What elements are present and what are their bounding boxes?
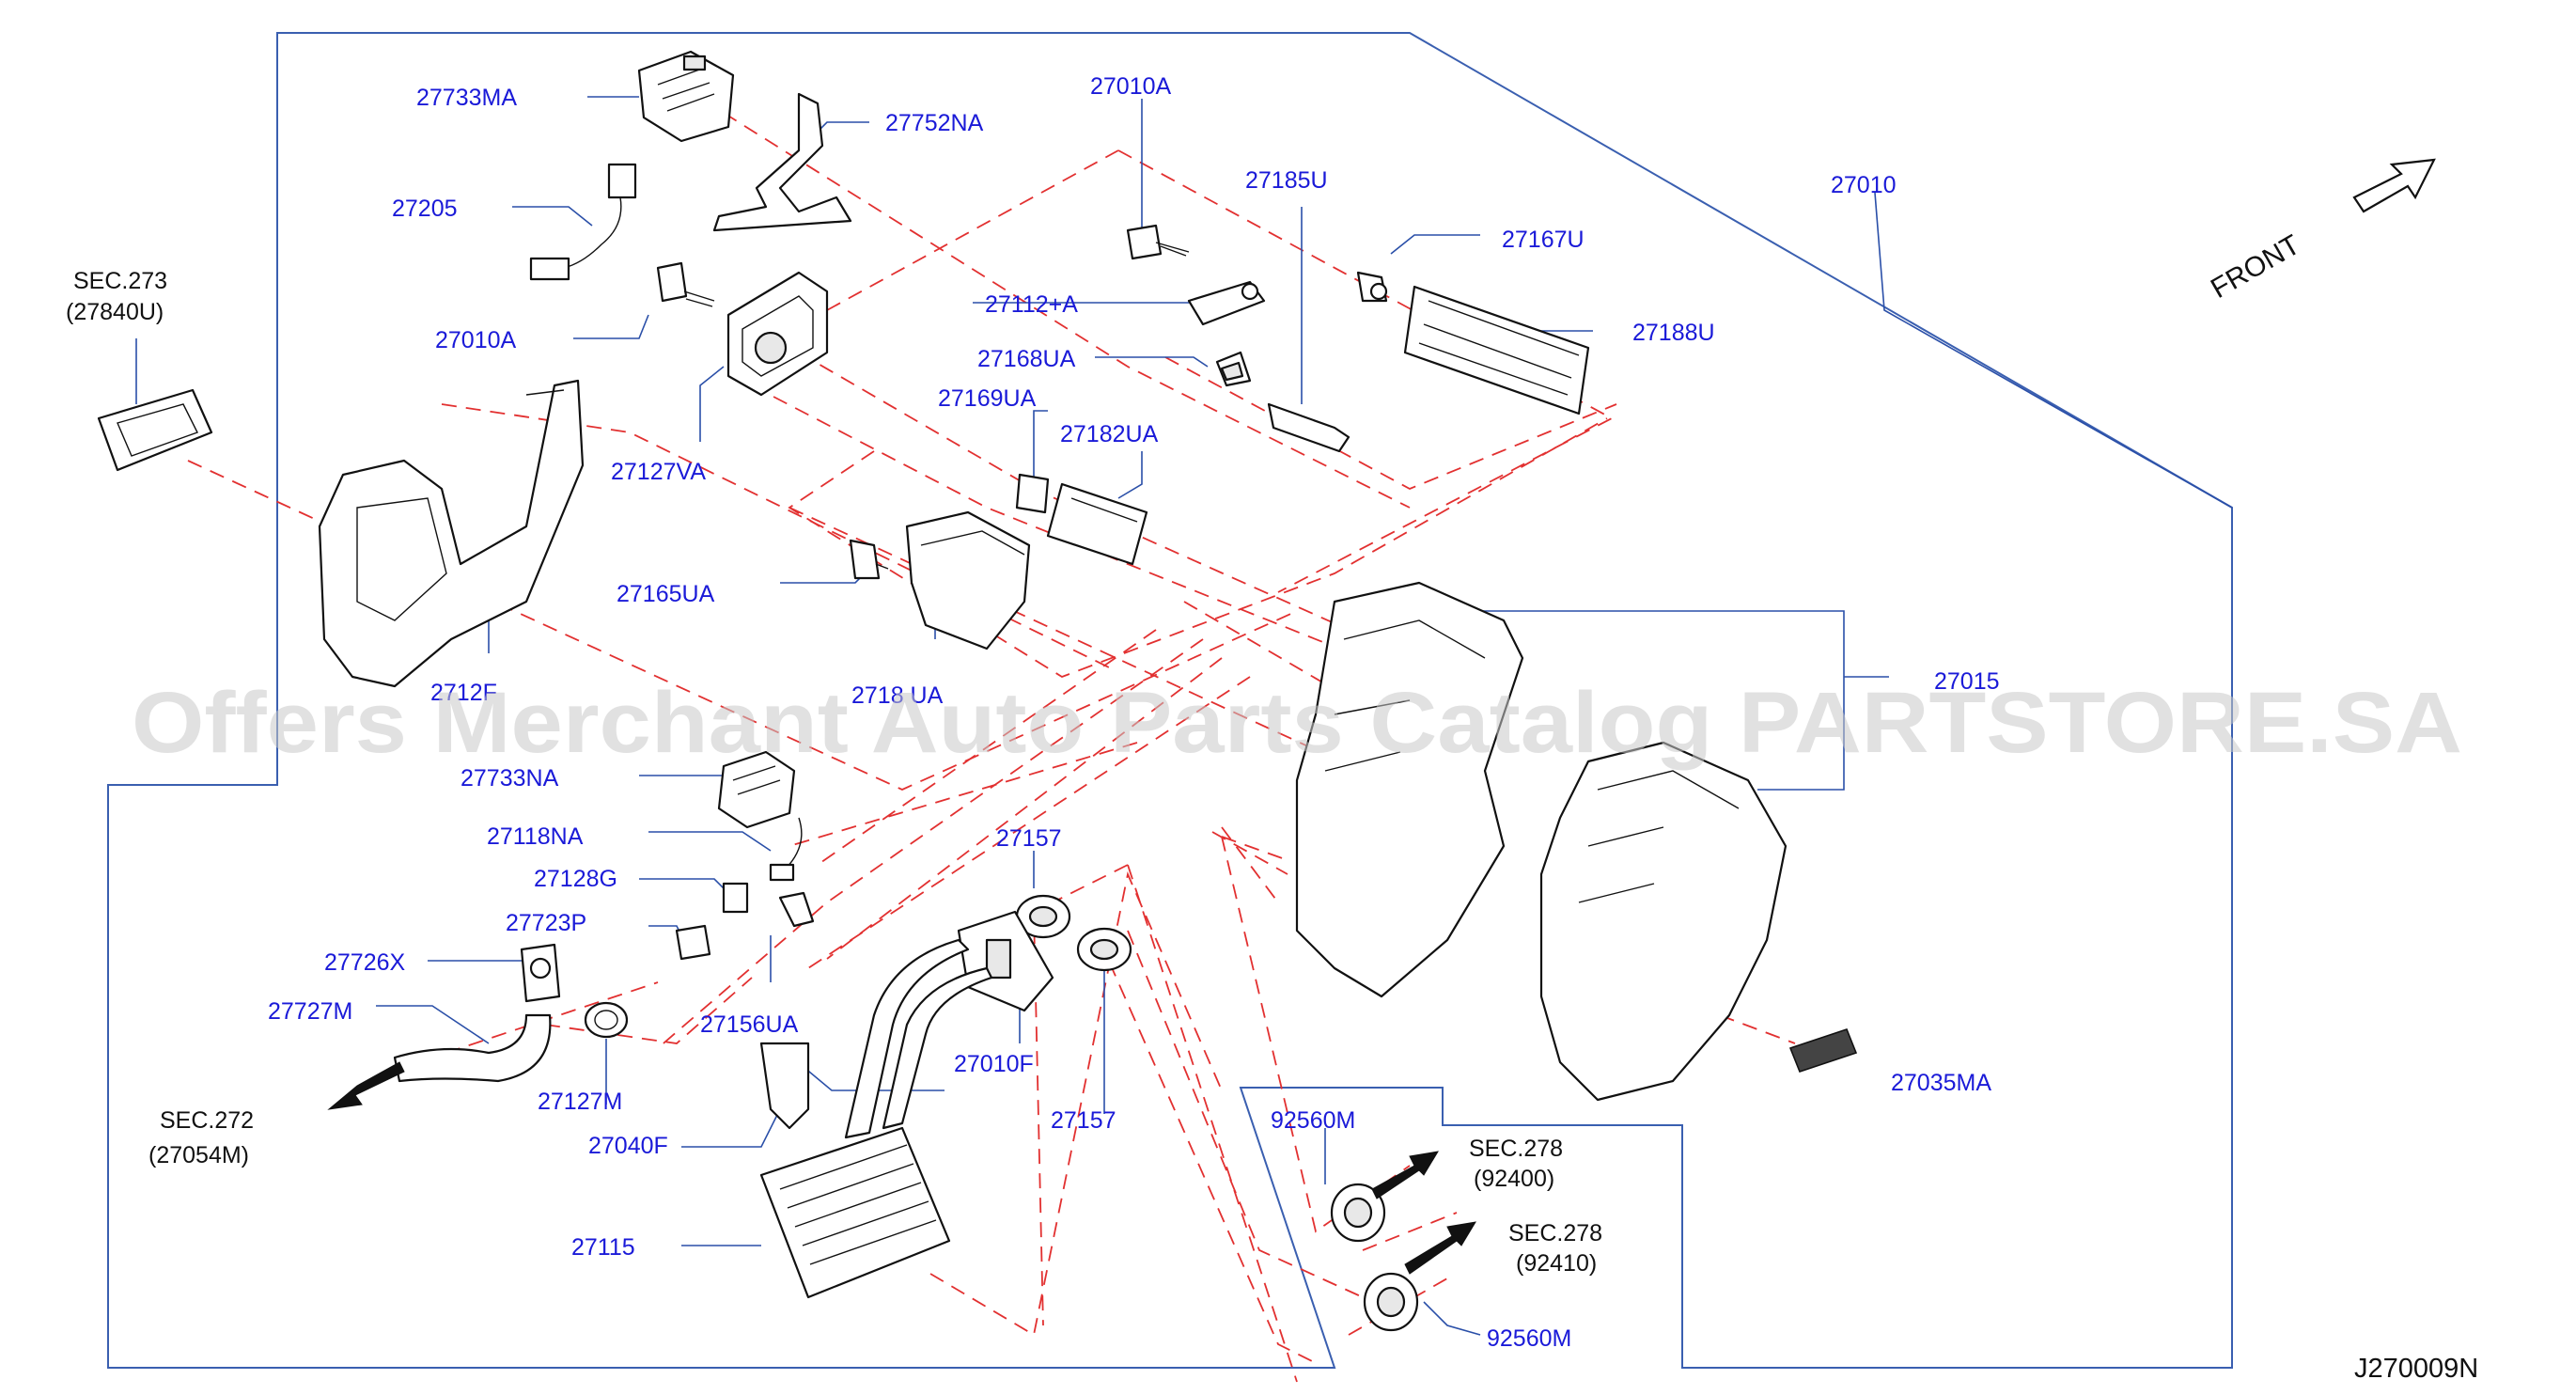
bracket-sec273: [97, 388, 213, 472]
label-27157-bottom: 27157: [1051, 1107, 1116, 1134]
label-27118NA: 27118NA: [487, 823, 584, 850]
label-27112A: 27112+A: [985, 291, 1078, 318]
duct-2718UA: [905, 510, 1031, 650]
sec278a-title: SEC.278: [1469, 1136, 1563, 1162]
part-labels: 27733MA 27752NA 27010A 27185U 27010 2720…: [268, 73, 2000, 1352]
housing-2712F: [318, 379, 585, 688]
sec278a-code: (92400): [1474, 1166, 1554, 1192]
label-27167U: 27167U: [1502, 227, 1585, 253]
sec278b-title: SEC.278: [1508, 1220, 1602, 1246]
watermark: Offers Merchant Auto Parts Catalog PARTS…: [132, 675, 2462, 771]
label-27010: 27010: [1831, 172, 1897, 198]
bracket-27040F: [759, 1042, 810, 1130]
rod-27185U: [1267, 402, 1350, 453]
part-27723P: [675, 924, 711, 961]
label-27168UA: 27168UA: [977, 346, 1076, 372]
gasket-27157-bottom: [1076, 927, 1132, 972]
label-27035MA: 27035MA: [1891, 1070, 1991, 1096]
label-27127M: 27127M: [538, 1089, 622, 1115]
hose-27727M: [393, 1013, 552, 1083]
label-27726X: 27726X: [324, 949, 406, 976]
part-27169UA: [1015, 473, 1050, 514]
label-27185U: 27185U: [1245, 167, 1328, 194]
lever-27127VA: [726, 271, 829, 397]
assembly-27015-bracket: [1475, 610, 1889, 791]
front-arrow-icon: [2352, 158, 2436, 213]
section-references: SEC.273 (27840U) SEC.272 (27054M) SEC.27…: [66, 268, 1602, 1277]
label-27733NA: 27733NA: [461, 765, 559, 792]
label-27128G: 27128G: [534, 866, 617, 892]
part-27167U: [1356, 271, 1388, 303]
label-27115: 27115: [571, 1234, 635, 1261]
label-27156UA: 27156UA: [700, 1011, 799, 1038]
sec272-code: (27054M): [148, 1142, 249, 1168]
bracket-27752NA: [712, 92, 852, 232]
actuator-27733NA: [717, 750, 796, 829]
label-2718UA: 2718 UA: [851, 682, 944, 709]
part-27128G: [722, 882, 749, 914]
sensor-27165UA: [849, 539, 889, 580]
arrow-sec272: [327, 1061, 405, 1110]
arrow-sec278-b: [1404, 1221, 1476, 1275]
clamp-27127M: [584, 1001, 629, 1039]
arrow-sec278-a: [1371, 1151, 1439, 1199]
sec272-title: SEC.272: [160, 1107, 254, 1134]
label-27723P: 27723P: [506, 910, 586, 936]
front-label: FRONT: [2206, 229, 2305, 305]
part-27168UA: [1215, 351, 1252, 387]
direction-arrows: [327, 158, 2436, 1275]
sec273-code: (27840U): [66, 299, 164, 325]
seal-27035MA: [1788, 1028, 1858, 1073]
actuator-27733MA: [637, 50, 735, 143]
label-92560M-top: 92560M: [1271, 1107, 1355, 1134]
label-92560M-bottom: 92560M: [1487, 1325, 1571, 1352]
sec273-title: SEC.273: [73, 268, 167, 294]
assembly-frame: [107, 32, 2233, 1369]
label-27165UA: 27165UA: [617, 581, 715, 607]
screw-27010A-left: [656, 261, 715, 307]
label-27205: 27205: [392, 196, 458, 222]
label-27733MA: 27733MA: [416, 85, 517, 111]
heater-core-27115: [759, 938, 993, 1299]
label-2712F: 2712F: [430, 680, 497, 706]
label-27010A-left: 27010A: [435, 327, 517, 353]
filter-27188U: [1403, 285, 1590, 415]
label-27188U: 27188U: [1632, 320, 1715, 346]
valve-27726X: [520, 943, 561, 1003]
harness-27118NA: [769, 817, 803, 882]
gasket-27157-top: [1015, 894, 1071, 939]
grommet-92560M-bottom: [1363, 1272, 1419, 1332]
label-27010F: 27010F: [954, 1051, 1034, 1077]
sec278b-code: (92410): [1516, 1250, 1597, 1277]
screw-27010A-top: [1126, 224, 1190, 260]
label-27040F: 27040F: [588, 1133, 668, 1159]
plate-27010F: [957, 910, 1054, 1012]
label-27127VA: 27127VA: [611, 459, 706, 485]
label-27015: 27015: [1934, 668, 2000, 695]
part-27156UA: [778, 891, 815, 928]
label-27010A-top: 27010A: [1090, 73, 1172, 100]
label-27157-top: 27157: [996, 825, 1062, 852]
part-27182UA: [1046, 482, 1148, 566]
grommet-92560M-top: [1330, 1183, 1386, 1243]
link-27112A: [1187, 280, 1266, 326]
housing-27015: [1295, 581, 1788, 1102]
diagram-id: J270009N: [2354, 1354, 2478, 1384]
label-27182UA: 27182UA: [1060, 421, 1159, 447]
label-27169UA: 27169UA: [938, 385, 1037, 412]
label-27727M: 27727M: [268, 998, 352, 1025]
harness-27205: [529, 163, 637, 281]
label-27752NA: 27752NA: [885, 110, 984, 136]
